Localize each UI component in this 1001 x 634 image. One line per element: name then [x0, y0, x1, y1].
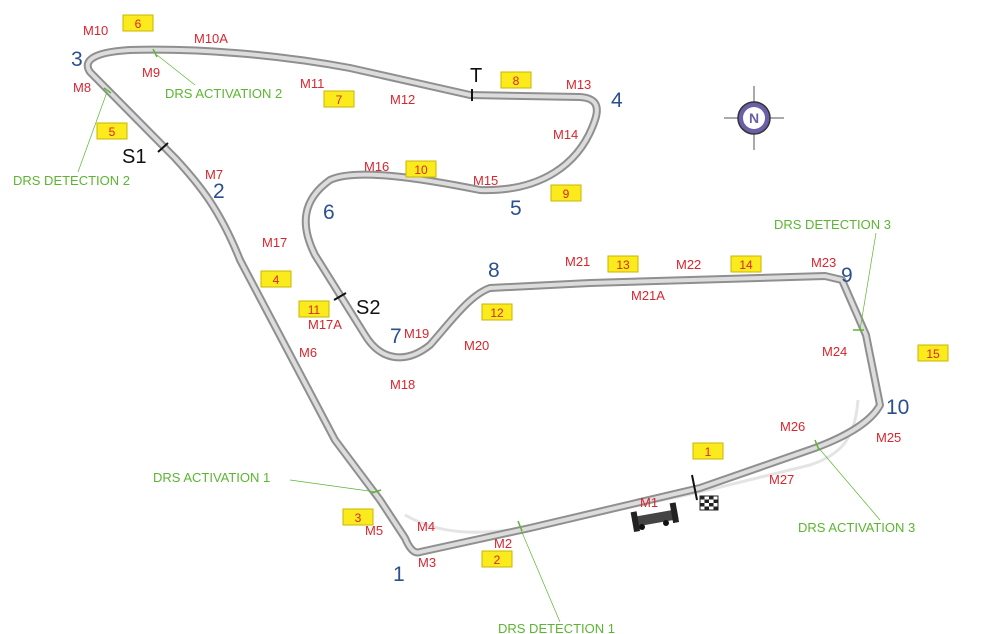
drs-detection-1: DRS DETECTION 1: [498, 621, 615, 634]
marshal-post-7: 7: [323, 90, 355, 108]
marker-m13: M13: [566, 77, 591, 92]
drs-activation-1: DRS ACTIVATION 1: [153, 470, 270, 485]
marshal-post-5-label: 5: [109, 125, 116, 139]
marshal-post-8: 8: [500, 71, 532, 89]
marker-m1: M1: [640, 495, 658, 510]
sector-s2-label: S2: [356, 297, 380, 319]
turn-6: 6: [323, 201, 335, 224]
marker-m27: M27: [769, 472, 794, 487]
marker-m2: M2: [494, 536, 512, 551]
marker-m23: M23: [811, 255, 836, 270]
marshal-post-10: 10: [405, 160, 437, 178]
marker-m25: M25: [876, 430, 901, 445]
marker-m3: M3: [418, 555, 436, 570]
marshal-post-7-label: 7: [336, 93, 343, 107]
turn-5: 5: [510, 197, 522, 220]
marshal-post-11: 11: [298, 300, 330, 318]
marshal-post-15: 15: [917, 344, 949, 362]
marker-m8: M8: [73, 80, 91, 95]
marker-m6: M6: [299, 345, 317, 360]
marker-m17a: M17A: [308, 317, 342, 332]
marker-m10: M10: [83, 23, 108, 38]
marshal-post-13-label: 13: [616, 258, 630, 272]
marker-m15: M15: [473, 173, 498, 188]
timing-t-label: T: [470, 65, 482, 87]
sector-s1-label: S1: [122, 146, 146, 168]
marshal-post-13: 13: [607, 255, 639, 273]
marker-m5: M5: [365, 523, 383, 538]
marshal-post-11-label: 11: [308, 303, 321, 317]
marshal-post-8-label: 8: [513, 74, 520, 88]
marker-m7: M7: [205, 167, 223, 182]
marshal-post-2-label: 2: [494, 553, 501, 567]
finish-line: [691, 474, 698, 501]
marshal-post-1: 1: [692, 442, 724, 460]
marshal-post-4-label: 4: [273, 273, 280, 287]
drs-detection-2: DRS DETECTION 2: [13, 173, 130, 188]
marshal-post-14: 14: [730, 255, 762, 273]
marker-m4: M4: [417, 519, 435, 534]
turn-3: 3: [71, 48, 83, 71]
marshal-post-12-label: 12: [490, 306, 504, 320]
drs-detection-3: DRS DETECTION 3: [774, 217, 891, 232]
marshal-post-3: 3: [342, 508, 374, 526]
marker-m21a: M21A: [631, 288, 665, 303]
chequered-flag-icon: [699, 495, 719, 511]
compass-letter: N: [749, 110, 759, 126]
marker-m11: M11: [300, 76, 324, 91]
marshal-post-14-label: 14: [739, 258, 753, 272]
marshal-post-4: 4: [260, 270, 292, 288]
marker-m14: M14: [553, 127, 578, 142]
turn-10: 10: [886, 396, 909, 419]
marshal-post-10-label: 10: [414, 163, 428, 177]
marker-m22: M22: [676, 257, 701, 272]
marker-m10a: M10A: [194, 31, 228, 46]
marshal-post-2: 2: [481, 550, 513, 568]
s1-line: [157, 142, 169, 153]
marshal-post-3-label: 3: [355, 511, 362, 525]
north-compass-icon: N: [724, 86, 784, 150]
drs-activation-3: DRS ACTIVATION 3: [798, 520, 915, 535]
track-surface: [85, 47, 882, 555]
turn-7: 7: [390, 325, 402, 348]
marker-m16: M16: [364, 159, 389, 174]
marshal-post-6-label: 6: [135, 17, 142, 31]
marker-m17: M17: [262, 235, 287, 250]
marshal-post-1-label: 1: [705, 445, 712, 459]
drs-activation-2: DRS ACTIVATION 2: [165, 86, 282, 101]
marker-m12: M12: [390, 92, 415, 107]
turn-8: 8: [488, 259, 500, 282]
turn-4: 4: [611, 89, 623, 112]
marshal-post-12: 12: [481, 303, 513, 321]
marshal-post-9-label: 9: [563, 187, 570, 201]
turn-9: 9: [841, 264, 853, 287]
s2-line: [333, 292, 347, 301]
turn-2: 2: [213, 180, 225, 203]
marker-m20: M20: [464, 338, 489, 353]
marker-m26: M26: [780, 419, 805, 434]
marker-m18: M18: [390, 377, 415, 392]
marshal-post-6: 6: [122, 14, 154, 32]
race-car-icon: [630, 502, 680, 533]
marshal-post-5: 5: [96, 122, 128, 140]
turn-1: 1: [393, 563, 405, 586]
drs-ticks: [77, 48, 881, 623]
marker-m19: M19: [404, 326, 429, 341]
marshal-post-15-label: 15: [926, 347, 940, 361]
marker-m24: M24: [822, 344, 847, 359]
marker-m9: M9: [142, 65, 160, 80]
marshal-post-9: 9: [550, 184, 582, 202]
marker-m21: M21: [565, 254, 590, 269]
